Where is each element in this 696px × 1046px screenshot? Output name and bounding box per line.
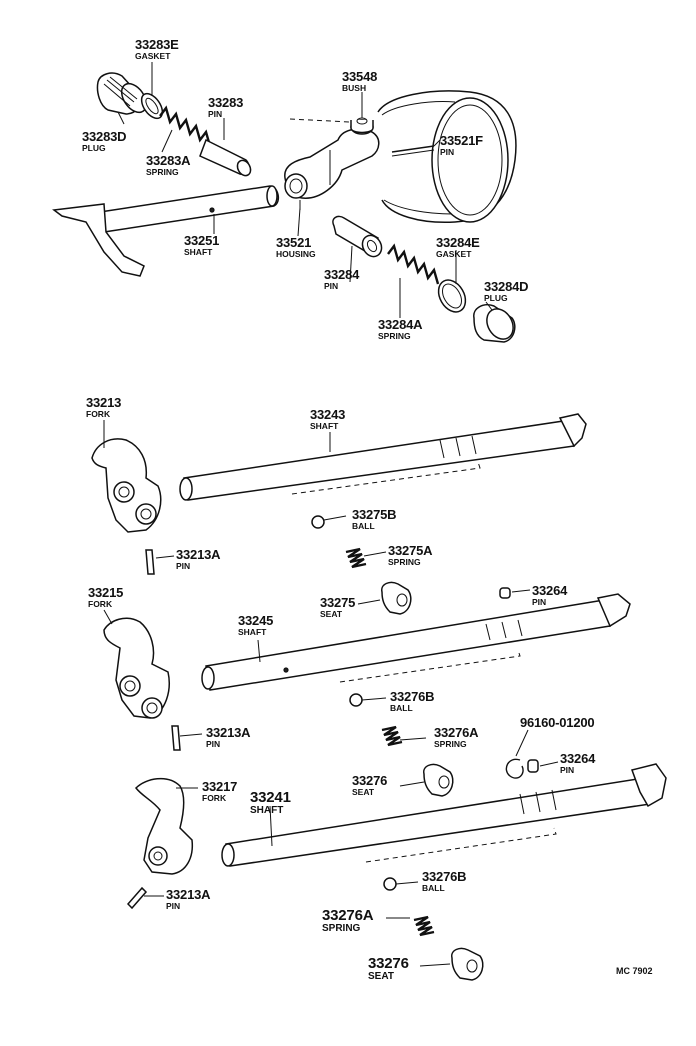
spring-33284A <box>387 243 440 285</box>
clip-96160-01200 <box>505 758 524 779</box>
ball-33276B-1 <box>349 693 363 707</box>
plug-33283D <box>96 72 148 115</box>
housing-drum <box>377 90 517 224</box>
fork-33215 <box>103 617 170 719</box>
shaft-33243 <box>179 413 587 501</box>
pin-33264-2 <box>527 759 539 773</box>
fork-33217 <box>135 777 194 875</box>
gasket-33283E <box>140 92 164 120</box>
shaft-33245 <box>201 593 631 691</box>
fork-33213 <box>91 438 162 533</box>
gasket-33284E <box>437 279 467 313</box>
pin-33264-1 <box>499 587 511 599</box>
spring-33276A-1 <box>381 725 403 747</box>
housing-33521 <box>284 128 435 210</box>
pin-33213A-2 <box>171 725 181 751</box>
shaft-33251 <box>52 185 280 277</box>
ball-33275B <box>311 515 325 529</box>
leader-lines <box>103 62 559 967</box>
pin-33213A-3 <box>126 886 148 910</box>
plug-33284D <box>473 304 516 343</box>
diagram-code: MC 7902 <box>616 966 653 976</box>
seat-33276-1 <box>423 763 454 797</box>
bush-33548 <box>289 117 374 135</box>
seat-33276-2 <box>451 947 484 981</box>
pin-33213A-1 <box>145 549 155 575</box>
spring-33275A <box>345 547 367 569</box>
seat-33275 <box>381 581 412 615</box>
label-96160-01200: 96160-01200 <box>520 715 595 730</box>
ball-33276B-2 <box>383 877 397 891</box>
pin-33284 <box>332 215 383 258</box>
spring-33276A-2 <box>413 915 435 937</box>
spring-33283A <box>159 105 212 147</box>
shaft-33241 <box>221 763 667 867</box>
pin-33283 <box>199 138 252 177</box>
